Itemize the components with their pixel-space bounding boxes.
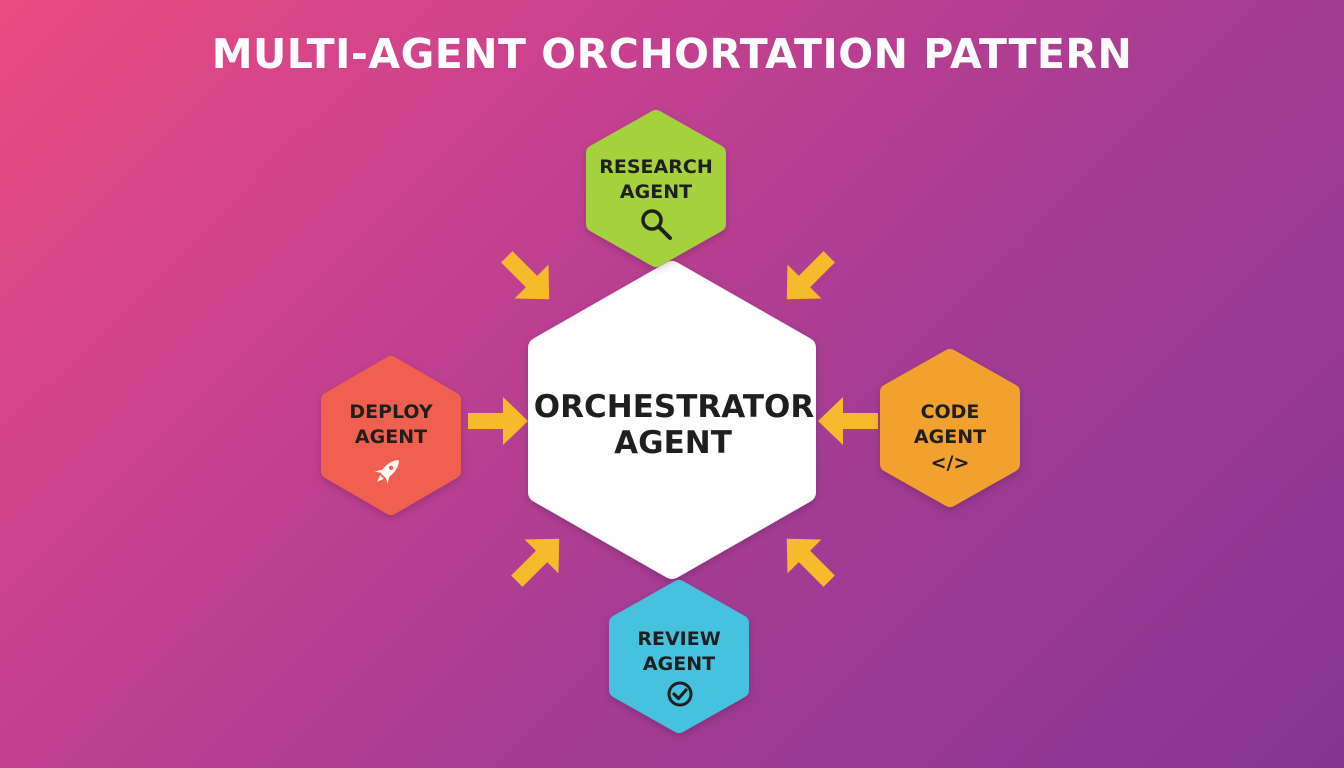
deploy-agent-label-line1: DEPLOY <box>349 401 433 423</box>
orchestrator-label-line1: ORCHESTRATOR <box>534 389 815 425</box>
diagram-title: MULTI-AGENT ORCHORTATION PATTERN <box>211 30 1133 78</box>
orchestrator-hexagon <box>528 261 816 579</box>
code-brackets-icon: </> <box>931 452 970 474</box>
arrow-top-left <box>501 251 550 300</box>
orchestrator-label-line2: AGENT <box>614 425 732 461</box>
review-agent-label-line2: AGENT <box>643 653 715 675</box>
code-agent-node: CODE AGENT </> <box>880 349 1020 507</box>
code-agent-label-line2: AGENT <box>914 426 986 448</box>
orchestrator-node: ORCHESTRATOR AGENT <box>528 261 816 579</box>
research-agent-hexagon <box>586 110 726 267</box>
code-agent-hexagon <box>880 349 1020 507</box>
deploy-agent-label-line2: AGENT <box>355 426 427 448</box>
arrow-bottom-left <box>511 538 560 587</box>
check-circle-icon <box>667 681 693 707</box>
magnifier-icon <box>641 209 672 240</box>
review-agent-hexagon <box>609 580 749 733</box>
review-agent-label-line1: REVIEW <box>637 628 720 650</box>
research-agent-label-line2: AGENT <box>620 181 692 203</box>
arrows <box>468 251 878 587</box>
deploy-agent-hexagon <box>321 356 461 515</box>
code-agent-label-line1: CODE <box>921 401 980 423</box>
arrow-left <box>468 397 528 445</box>
arrow-bottom-right <box>786 538 835 587</box>
arrow-right <box>818 397 878 445</box>
rocket-icon <box>374 460 399 485</box>
research-agent-label-line1: RESEARCH <box>599 156 712 178</box>
review-agent-node: REVIEW AGENT <box>609 580 749 733</box>
arrow-top-right <box>786 251 835 300</box>
research-agent-node: RESEARCH AGENT <box>586 110 726 267</box>
deploy-agent-node: DEPLOY AGENT <box>321 356 461 515</box>
